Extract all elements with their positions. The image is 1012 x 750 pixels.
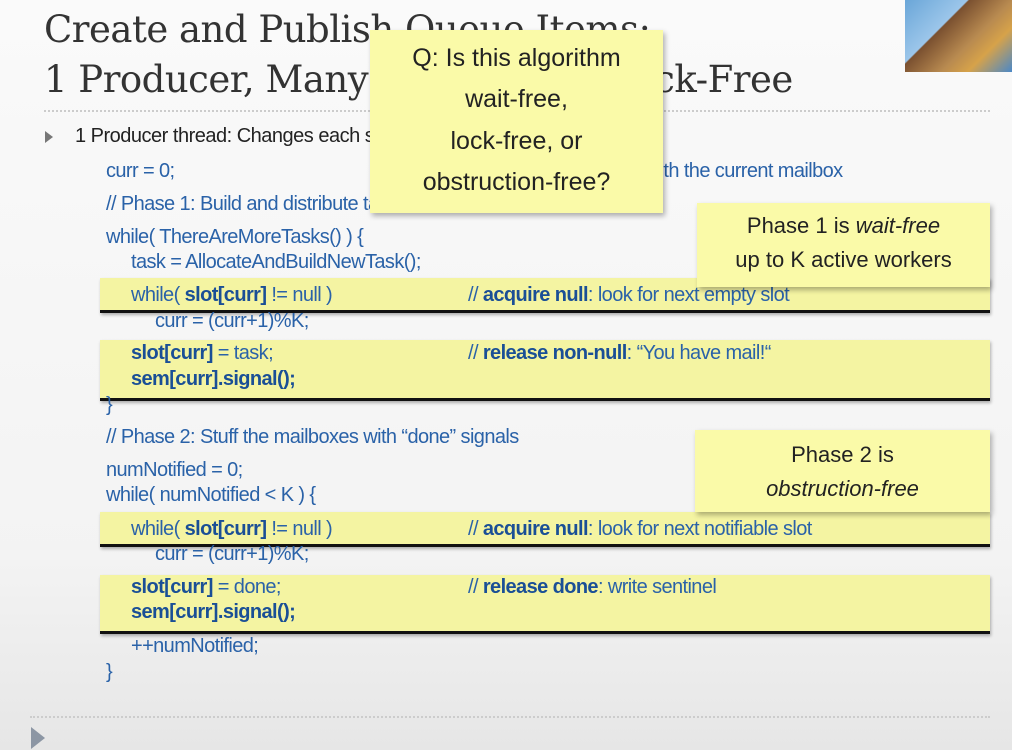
code-line: numNotified = 0; — [106, 459, 243, 481]
code-line: sem[curr].signal(); — [131, 368, 296, 390]
highlight-release-2 — [100, 575, 990, 634]
phase1-property: wait-free — [855, 213, 941, 238]
code-line: slot[curr] = task; — [131, 342, 274, 364]
phase2-property: obstruction-free — [766, 476, 919, 502]
code-line: sem[curr].signal(); — [131, 601, 296, 623]
phase1-callout: Phase 1 is wait-free up to K active work… — [697, 203, 990, 287]
code-line: while( slot[curr] != null ) — [131, 284, 333, 306]
code-line: while( slot[curr] != null ) — [131, 518, 333, 540]
phase2-callout: Phase 2 is obstruction-free — [695, 430, 990, 512]
phase1-condition: up to K active workers — [735, 247, 952, 273]
code-line: curr = (curr+1)%K; — [155, 543, 309, 565]
bottom-divider — [30, 716, 990, 718]
question-line: lock-free, or — [450, 126, 583, 155]
code-line: // Phase 2: Stuff the mailboxes with “do… — [106, 426, 519, 448]
bullet-icon — [45, 131, 53, 143]
code-line: } — [106, 394, 113, 416]
question-callout: Q: Is this algorithm wait-free, lock-fre… — [370, 30, 663, 213]
phase2-label: Phase 2 is — [791, 442, 894, 467]
code-comment: // release non-null: “You have mail!“ — [468, 342, 771, 364]
code-line: // Phase 1: Build and distribute tasks — [106, 193, 407, 215]
play-icon[interactable] — [31, 727, 45, 749]
code-comment: // acquire null: look for next empty slo… — [468, 284, 790, 306]
question-line: wait-free, — [465, 85, 568, 114]
code-line: while( numNotified < K ) { — [106, 484, 316, 506]
highlight-acquire-2 — [100, 512, 990, 547]
code-line: while( ThereAreMoreTasks() ) { — [106, 226, 364, 248]
code-comment: // release done: write sentinel — [468, 576, 717, 598]
code-line: ++numNotified; — [131, 635, 259, 657]
code-line: curr = (curr+1)%K; — [155, 310, 309, 332]
code-line: task = AllocateAndBuildNewTask(); — [131, 251, 421, 273]
mailbox-photo — [905, 0, 1012, 72]
highlight-release-1 — [100, 340, 990, 401]
code-line: slot[curr] = done; — [131, 576, 281, 598]
code-line: curr = 0; — [106, 160, 175, 182]
code-comment: // acquire null: look for next notifiabl… — [468, 518, 812, 540]
question-line: obstruction-free? — [422, 167, 611, 196]
phase1-label: Phase 1 is — [746, 213, 856, 238]
code-line: } — [106, 661, 113, 683]
question-line: Q: Is this algorithm — [412, 44, 621, 72]
